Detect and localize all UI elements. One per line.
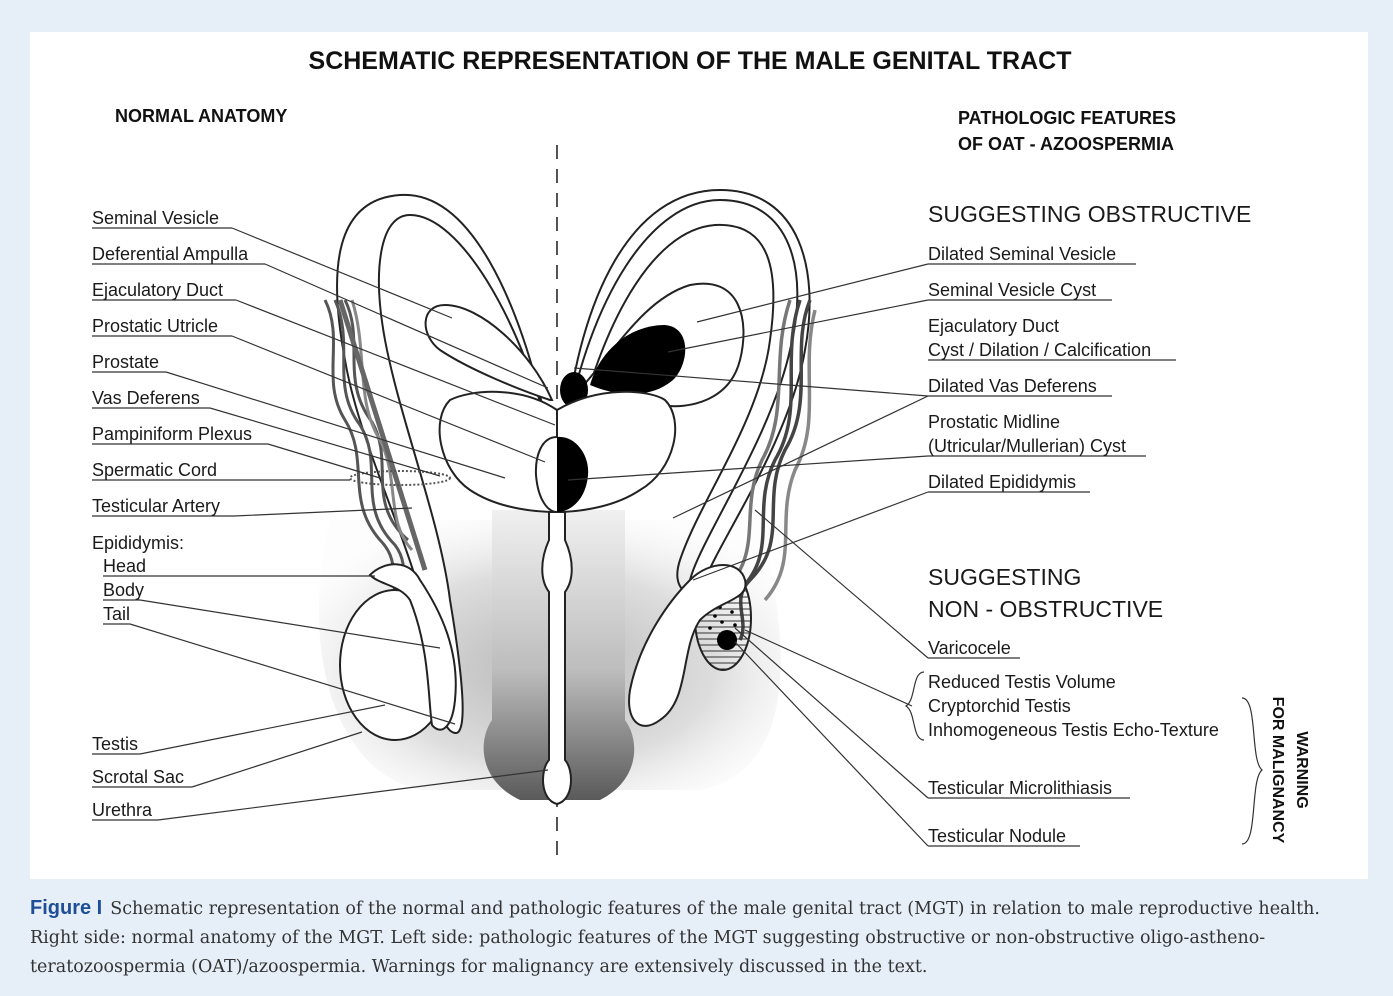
non-obstructive-heading-2: NON - OBSTRUCTIVE xyxy=(928,596,1163,622)
warning-line1: WARNING xyxy=(1293,731,1310,808)
label-inhomogeneous: Inhomogeneous Testis Echo-Texture xyxy=(928,720,1219,740)
label-vas-deferens: Vas Deferens xyxy=(92,388,200,408)
label-head: Head xyxy=(103,556,146,576)
label-pampiniform-plexus: Pampiniform Plexus xyxy=(92,424,252,444)
label-prostatic-utricle: Prostatic Utricle xyxy=(92,316,218,336)
label-prostatic-midline-1: Prostatic Midline xyxy=(928,412,1060,432)
testicular-nodule xyxy=(717,630,737,650)
label-testicular-artery: Testicular Artery xyxy=(92,496,220,516)
warning-line2: FOR MALIGNANCY xyxy=(1269,697,1286,844)
label-testis: Testis xyxy=(92,734,138,754)
label-ejaculatory-duct-2: Cyst / Dilation / Calcification xyxy=(928,340,1151,360)
label-scrotal-sac: Scrotal Sac xyxy=(92,767,184,787)
label-varicocele: Varicocele xyxy=(928,638,1011,658)
label-spermatic-cord: Spermatic Cord xyxy=(92,460,217,480)
label-prostatic-midline-2: (Utricular/Mullerian) Cyst xyxy=(928,436,1126,456)
label-body: Body xyxy=(103,580,144,600)
label-epididymis: Epididymis: xyxy=(92,533,184,553)
normal-anatomy-heading: NORMAL ANATOMY xyxy=(115,106,287,126)
label-nodule: Testicular Nodule xyxy=(928,826,1066,846)
label-tail: Tail xyxy=(103,604,130,624)
caption-text: Schematic representation of the normal a… xyxy=(30,899,1320,977)
label-dilated-epididymis: Dilated Epididymis xyxy=(928,472,1076,492)
pathologic-heading-line2: OF OAT - AZOOSPERMIA xyxy=(958,134,1174,154)
label-deferential-ampulla: Deferential Ampulla xyxy=(92,244,249,264)
figure-label: Figure I xyxy=(30,897,102,919)
label-cryptorchid-testis: Cryptorchid Testis xyxy=(928,696,1071,716)
label-prostate: Prostate xyxy=(92,352,159,372)
label-ejaculatory-duct: Ejaculatory Duct xyxy=(92,280,223,300)
genital-tract-diagram: SCHEMATIC REPRESENTATION OF THE MALE GEN… xyxy=(0,0,1393,890)
pathologic-heading-line1: PATHOLOGIC FEATURES xyxy=(958,108,1176,128)
diagram-title: SCHEMATIC REPRESENTATION OF THE MALE GEN… xyxy=(309,47,1072,75)
non-obstructive-heading-1: SUGGESTING xyxy=(928,564,1081,590)
label-reduced-testis-volume: Reduced Testis Volume xyxy=(928,672,1116,692)
label-seminal-vesicle-cyst: Seminal Vesicle Cyst xyxy=(928,280,1096,300)
label-urethra: Urethra xyxy=(92,800,153,820)
label-dilated-seminal-vesicle: Dilated Seminal Vesicle xyxy=(928,244,1116,264)
label-dilated-vas-deferens: Dilated Vas Deferens xyxy=(928,376,1097,396)
obstructive-heading: SUGGESTING OBSTRUCTIVE xyxy=(928,201,1251,227)
label-seminal-vesicle: Seminal Vesicle xyxy=(92,208,219,228)
label-microlithiasis: Testicular Microlithiasis xyxy=(928,778,1112,798)
label-ejaculatory-duct-1: Ejaculatory Duct xyxy=(928,316,1059,336)
normal-seminal-vesicle xyxy=(426,305,552,400)
